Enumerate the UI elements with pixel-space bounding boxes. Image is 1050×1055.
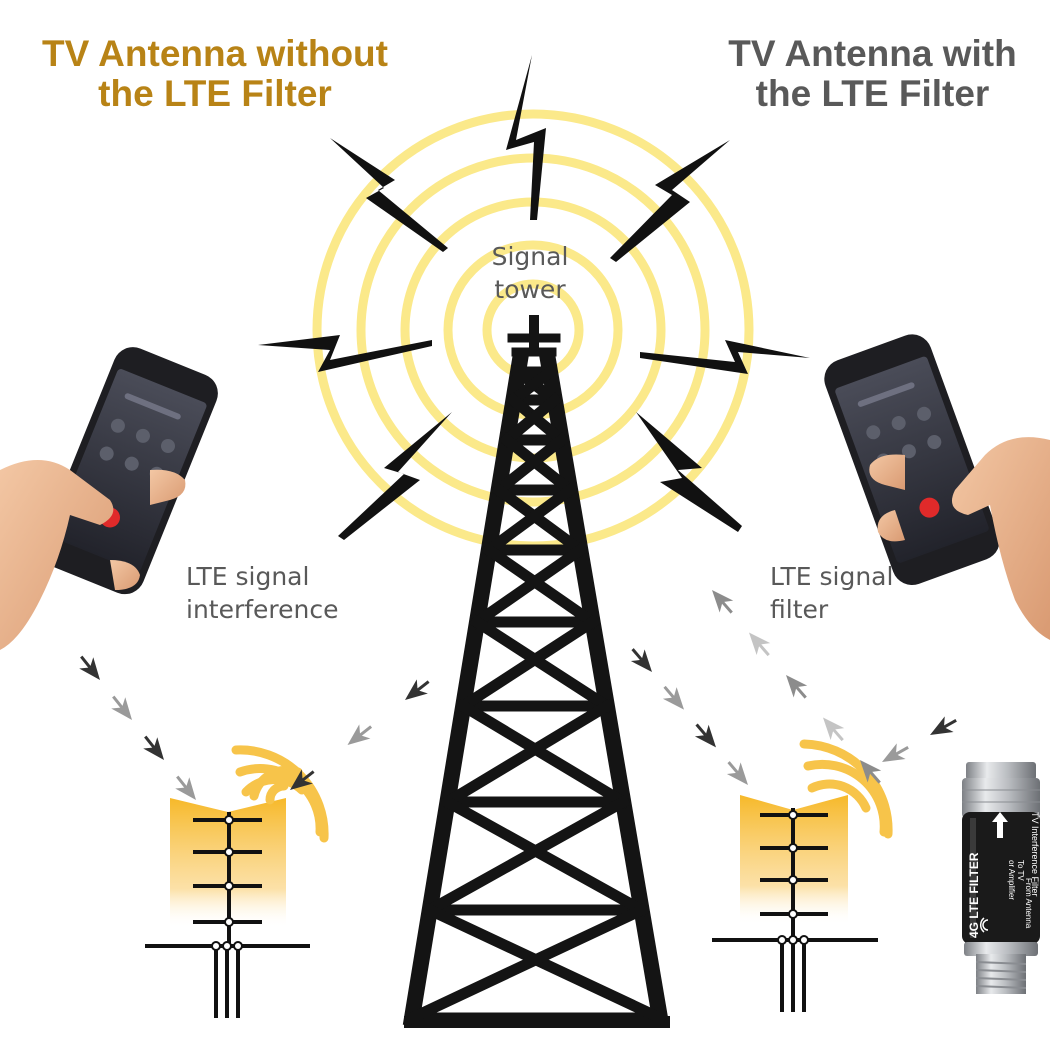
tv-antenna-left [145,745,329,1018]
arrow-tail [832,728,844,742]
arrow-tail [112,695,124,709]
arrow-icon [405,679,428,700]
arrow-icon [143,737,164,760]
arrow-tail [176,775,188,789]
arrow-icon [712,590,734,613]
arrow-icon [786,675,808,698]
arrow-tail [663,685,675,699]
filter-label-line1: LTE signal [770,562,894,591]
tower-brace [404,902,649,1026]
arrow-icon [882,743,906,762]
arrow-tail [721,601,733,614]
arrow-tail [359,725,373,737]
lte-filter-label: LTE signal filter [770,560,970,626]
arrow-icon [175,777,196,800]
tower-label-line1: Signal [491,242,569,271]
arrow-icon [694,724,716,748]
arrow-tail [695,723,707,737]
tower-brace [439,794,650,918]
tower-brace [422,902,668,1026]
filter-name: 4G LTE FILTER [967,852,981,938]
end-call-icon [919,497,940,518]
smartphone-right [824,334,1050,640]
tower-brace [422,794,631,918]
arrow-tail [416,680,430,692]
lightning-bolt-icon [330,138,448,252]
arrow-icon [630,649,652,672]
smartphone-left [0,347,218,650]
tower-label-line2: tower [494,275,566,304]
arrow-icon [290,769,313,790]
tower-brace [481,482,578,558]
tower-brace [469,542,588,630]
arrow-icon [749,632,771,656]
title-left-line1: TV Antenna without [42,33,388,74]
lightning-bolts [258,55,810,540]
tower-brace [481,542,601,630]
title-left-line2: the LTE Filter [98,73,332,114]
signal-tower [402,315,670,1028]
signal-arrows [79,590,957,800]
signal-tower-label: Signal tower [470,240,590,306]
lightning-bolt-icon [636,412,742,532]
wifi-icon [979,917,989,933]
lightning-bolt-icon [258,335,432,372]
lightning-bolt-icon [506,55,546,220]
lightning-bolt-icon [338,412,452,540]
title-without-filter: TV Antenna without the LTE Filter [10,34,420,114]
filter-description: TV Interference Filter [1030,812,1040,897]
lte-interference-label: LTE signal interference [186,560,406,626]
title-right-line1: TV Antenna with [728,33,1017,74]
tower-brace [490,432,570,498]
lightning-bolt-icon [610,140,730,262]
interference-label-line2: interference [186,595,339,624]
filter-to-tv: To TV [1016,860,1025,881]
tower-brace [499,392,563,448]
tower-brace [455,698,631,810]
tower-brace [439,698,615,810]
arrow-tail [895,745,909,756]
title-with-filter: TV Antenna with the LTE Filter [680,34,1050,114]
arrow-tail [943,718,957,729]
arrow-icon [79,657,100,680]
tower-brace [455,614,601,714]
tv-antenna-right [712,739,893,1012]
arrow-tail [795,686,807,699]
arrow-tail [144,735,156,749]
arrow-tail [631,648,643,661]
tower-brace [505,364,558,408]
lightning-bolt-icon [640,340,810,374]
lte-filter-device: 4G LTE FILTER To TV or Amplifier From An… [962,762,1040,994]
interference-label-line1: LTE signal [186,562,310,591]
tower-brace [490,482,589,558]
arrow-icon [823,717,845,741]
arrow-icon [726,762,748,785]
arrow-icon [662,687,684,710]
arrow-icon [930,716,954,735]
arrow-up-icon [992,812,1008,822]
signal-ring [356,153,710,507]
arrow-icon [347,724,371,745]
tower-brace [469,614,615,714]
arrow-tail [869,771,881,784]
arrow-tail [80,655,92,669]
arrow-icon [860,760,882,783]
filter-label-line2: filter [770,595,829,624]
filter-from-antenna: From Antenna [1024,878,1033,929]
arrow-icon [111,697,132,720]
arrow-tail [301,770,315,782]
arrow-tail [727,761,739,774]
filter-or-amplifier: or Amplifier [1007,860,1016,900]
title-right-line2: the LTE Filter [755,73,990,114]
arrow-tail [758,643,770,657]
